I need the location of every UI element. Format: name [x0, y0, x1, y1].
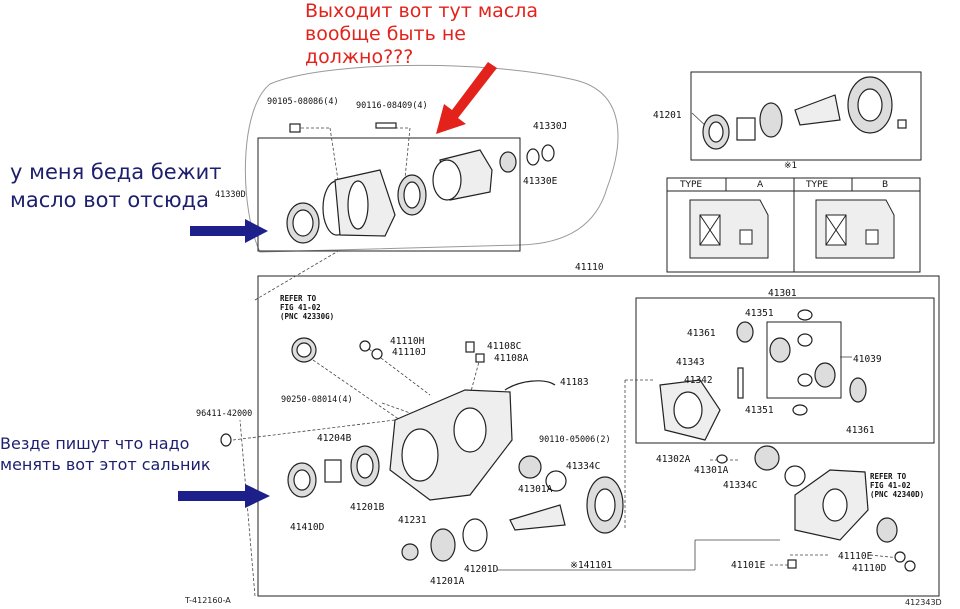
- pinion-box: [690, 71, 922, 161]
- part-label: 90116-08409(4): [356, 101, 428, 111]
- oil-exit-line-2: вообще быть не: [305, 23, 466, 45]
- differential-box: [635, 297, 935, 444]
- navy-arrows: [178, 219, 270, 508]
- type-b-housing: [815, 199, 895, 259]
- ref-left-line-1: REFER TO: [280, 294, 317, 303]
- red-arrow: [436, 62, 497, 134]
- part-label: 41301A: [518, 484, 553, 495]
- part-label: 41330E: [523, 176, 558, 187]
- part-label: 41110E: [838, 551, 873, 562]
- figure-code-left: T-412160-A: [185, 596, 231, 605]
- main-assembly-box: [257, 275, 940, 597]
- leak-line-1: у меня беда бежит: [10, 160, 222, 184]
- oil-exit-line-3: должно???: [305, 46, 414, 68]
- part-label: 41108C: [487, 341, 522, 352]
- seal-line-2: менять вот этот сальник: [0, 455, 211, 474]
- part-label: 41330D: [215, 190, 246, 200]
- part-label: 41201B: [350, 502, 385, 513]
- pinion-set-box: [766, 321, 842, 399]
- part-label: 41110: [575, 262, 604, 273]
- part-label: 41101E: [731, 560, 766, 571]
- part-label: 90110-05006(2): [539, 435, 611, 445]
- part-label: 41410D: [290, 522, 325, 533]
- part-label: 41302A: [656, 454, 691, 465]
- part-label: 41343: [676, 357, 705, 368]
- part-label: 41351: [745, 405, 774, 416]
- highlight-bubble: [244, 64, 619, 253]
- seal-line-1: Везде пишут что надо: [0, 434, 190, 453]
- pinion-parts: [702, 76, 907, 150]
- ref-left-line-2: FIG 41-02: [280, 303, 321, 312]
- part-label: 41110H: [390, 336, 425, 347]
- type-a-header: TYPE: [680, 180, 703, 190]
- part-label: 41039: [853, 354, 882, 365]
- part-label: 41110D: [852, 563, 887, 574]
- part-label: 41301A: [694, 465, 729, 476]
- diff-parts: [659, 309, 867, 487]
- ref-right-line-3: (PNC 42340D): [870, 490, 925, 499]
- part-label: 41334C: [566, 461, 601, 472]
- part-label: 90250-08014(4): [281, 395, 353, 405]
- type-b-header: TYPE: [806, 180, 829, 190]
- part-label: 41231: [398, 515, 427, 526]
- differential-carrier: [389, 380, 556, 501]
- type-a-value: A: [757, 180, 764, 190]
- ref-left-line-3: (PNC 42330G): [280, 312, 335, 321]
- part-label: 41110J: [392, 347, 427, 358]
- type-b-value: B: [882, 180, 889, 190]
- type-a-housing: [689, 199, 769, 259]
- leak-line-2: масло вот отсюда: [10, 188, 210, 212]
- top-assembly-box: [257, 137, 521, 252]
- part-label: 41108A: [494, 353, 529, 364]
- part-label: 90105-08086(4): [267, 97, 339, 107]
- ref-right-line-2: FIG 41-02: [870, 481, 911, 490]
- part-label: 41301: [768, 288, 797, 299]
- part-label: 41342: [684, 375, 713, 386]
- seal-annotation: Везде пишут что надо менять вот этот сал…: [0, 433, 211, 475]
- type-table-note: ※1: [784, 161, 798, 171]
- rear-cover: [787, 469, 916, 572]
- oil-exit-line-1: Выходит вот тут масла: [305, 0, 539, 22]
- part-label: 41201: [653, 110, 682, 121]
- part-label: 41334C: [723, 480, 758, 491]
- part-label: 41361: [846, 425, 875, 436]
- leak-annotation: у меня беда бежит масло вот отсюда: [10, 158, 222, 214]
- part-label: 41201A: [430, 576, 465, 587]
- figure-code-right: 412343D: [905, 598, 942, 607]
- oil-exit-annotation: Выходит вот тут масла вообще быть не дол…: [305, 0, 538, 69]
- part-label: 41183: [560, 377, 589, 388]
- part-label: 41351: [745, 308, 774, 319]
- part-label: 96411-42000: [196, 409, 253, 419]
- type-table: [666, 177, 921, 273]
- part-label: 41361: [687, 328, 716, 339]
- top-parts: [286, 122, 555, 244]
- part-label: 41204B: [317, 433, 352, 444]
- reference-left: REFER TO FIG 41-02 (PNC 42330G): [280, 294, 334, 321]
- part-label: 41330J: [533, 121, 568, 132]
- part-label: 41201D: [464, 564, 499, 575]
- ref-right-line-1: REFER TO: [870, 472, 907, 481]
- left-parts: [220, 337, 624, 562]
- reference-right: REFER TO FIG 41-02 (PNC 42340D): [870, 472, 924, 499]
- part-label: ※141101: [570, 560, 613, 571]
